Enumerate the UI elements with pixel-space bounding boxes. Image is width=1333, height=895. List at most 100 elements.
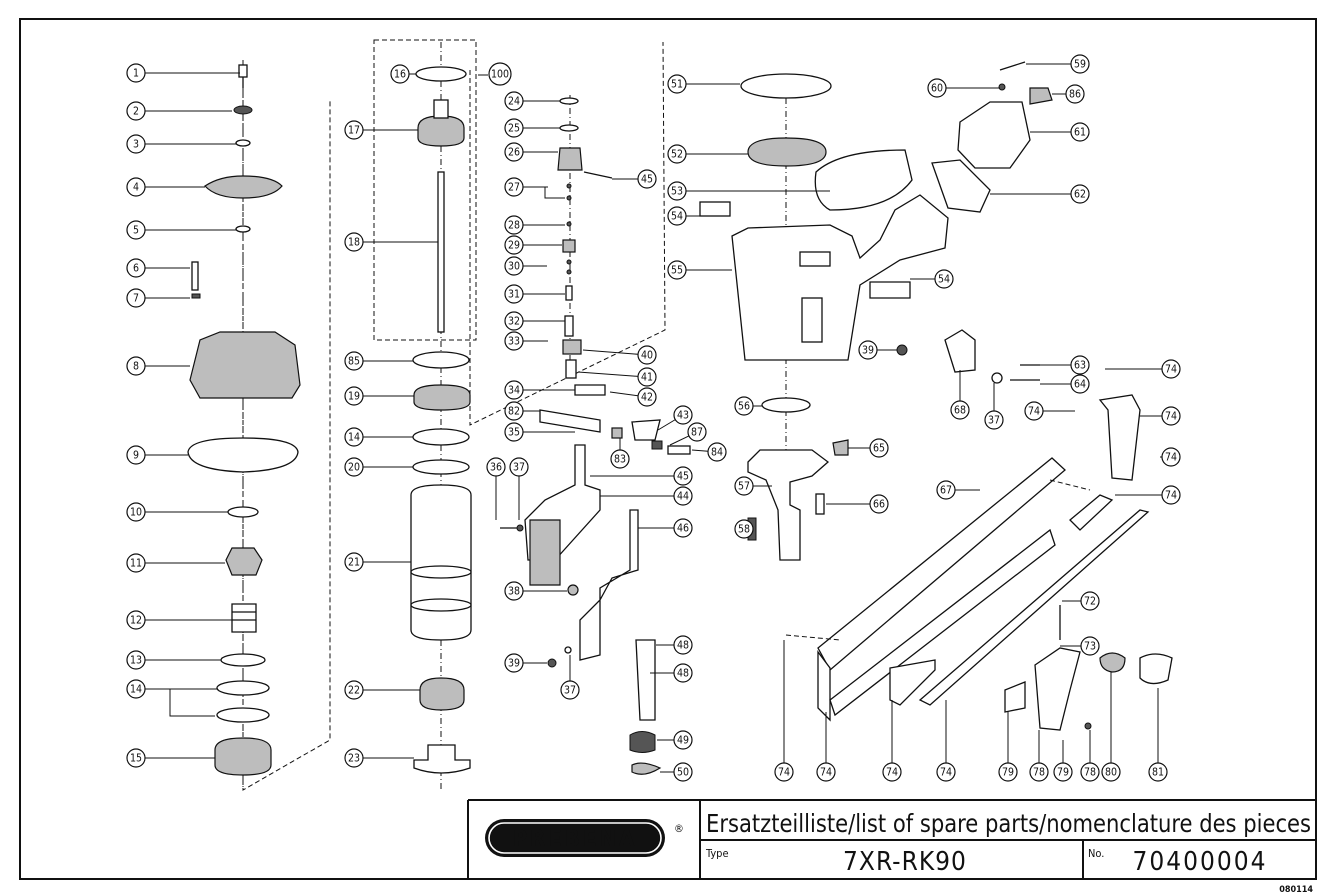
callout-circle [344,351,364,371]
callout-number: 68 [954,405,966,417]
callout-number: 74 [1028,406,1040,418]
callout-number: 43 [677,410,689,422]
part-callout: 54 [910,269,954,289]
part-callout: 20 [344,457,413,477]
callout-number: 74 [886,767,898,779]
part-callout: 7 [126,288,190,308]
callout-circle [858,340,878,360]
callout-number: 30 [508,261,520,273]
callout-circle [504,284,524,304]
group-leader [145,688,215,717]
callout-circle [673,486,693,506]
callout-number: 25 [508,123,520,135]
callout-number: 46 [677,523,689,535]
callout-circle [344,232,364,252]
callout-number: 22 [348,685,360,697]
callout-circle [816,762,836,782]
part-callout: 44 [600,486,693,506]
part-callout: 30 [504,256,547,276]
callout-number: 9 [133,450,139,462]
callout-circle [936,480,956,500]
callout-circle [1080,636,1100,656]
part-callout: 72 [1062,591,1100,611]
callout-circle [673,466,693,486]
callout-number: 61 [1074,127,1086,139]
callout-number: 36 [490,462,502,474]
callout-number: 78 [1033,767,1045,779]
leader-line [657,419,676,431]
callout-number: 2 [133,106,139,118]
callout-number: 6 [133,263,139,275]
part-callout: 86 [1052,84,1085,104]
callout-circle [637,345,657,365]
part-callout: 32 [504,311,565,331]
callout-circle [344,457,364,477]
callout-circle [1070,184,1090,204]
callout-number: 48 [677,668,689,680]
part-callout: 14 [344,427,413,447]
callout-circle [1024,401,1044,421]
part-callout: 23 [344,748,414,768]
callout-circle [126,356,146,376]
callout-circle [504,142,524,162]
callout-number: 54 [938,274,950,286]
part-callout: 55 [667,260,732,280]
part-callout: 74 [1024,401,1075,421]
part-callout: 74 [1160,447,1181,467]
callout-circle [504,91,524,111]
part-callout: 62 [990,184,1090,204]
callout-number: 59 [1074,59,1086,71]
part-callout: 74 [816,712,836,782]
callout-number: 34 [508,385,520,397]
callout-circle [673,405,693,425]
callout-number: 35 [508,427,520,439]
part-callout: 12 [126,610,232,630]
callout-circle [774,762,794,782]
callout-number: 12 [130,615,142,627]
part-callout: 63 [1040,355,1090,375]
part-callout: 66 [826,494,889,514]
callout-circle [882,762,902,782]
callout-number: 20 [348,462,360,474]
callout-number: 7 [133,293,139,305]
callout-number: 40 [641,350,653,362]
callout-number: 57 [738,481,750,493]
part-callout: 74 [882,700,902,782]
callout-circle [560,680,580,700]
callout-number: 28 [508,220,520,232]
callout-number: 67 [940,485,952,497]
callout-number: 19 [348,391,360,403]
callout-circle [673,730,693,750]
callout-circle [1053,762,1073,782]
callout-circle [126,679,146,699]
callout-circle [1070,54,1090,74]
callout-circle [344,427,364,447]
callout-circle [667,181,687,201]
callout-number: 27 [508,182,520,194]
callout-circle [667,144,687,164]
callout-number: 37 [564,685,576,697]
callout-circle [610,449,630,469]
part-callout: 52 [667,144,748,164]
callout-circle [687,422,707,442]
callout-number: 53 [671,186,683,198]
part-callout: 29 [504,235,562,255]
callout-number: 10 [130,507,142,519]
callout-number: 14 [348,432,360,444]
callout-circle [673,663,693,683]
part-callout: 64 [1040,374,1090,394]
part-callout: 68 [950,370,970,420]
callout-number: 51 [671,79,683,91]
part-callout: 74 [1105,359,1181,379]
part-callout: 43 [657,405,693,431]
callout-number: 62 [1074,189,1086,201]
part-callout: 5 [126,220,236,240]
callout-circle [1029,762,1049,782]
callout-circle [344,120,364,140]
part-callout: 16 [390,64,416,84]
callout-circle [1080,591,1100,611]
callout-number: 41 [641,372,653,384]
part-callout: 21 [344,552,411,572]
part-callout: 1 [126,63,240,83]
